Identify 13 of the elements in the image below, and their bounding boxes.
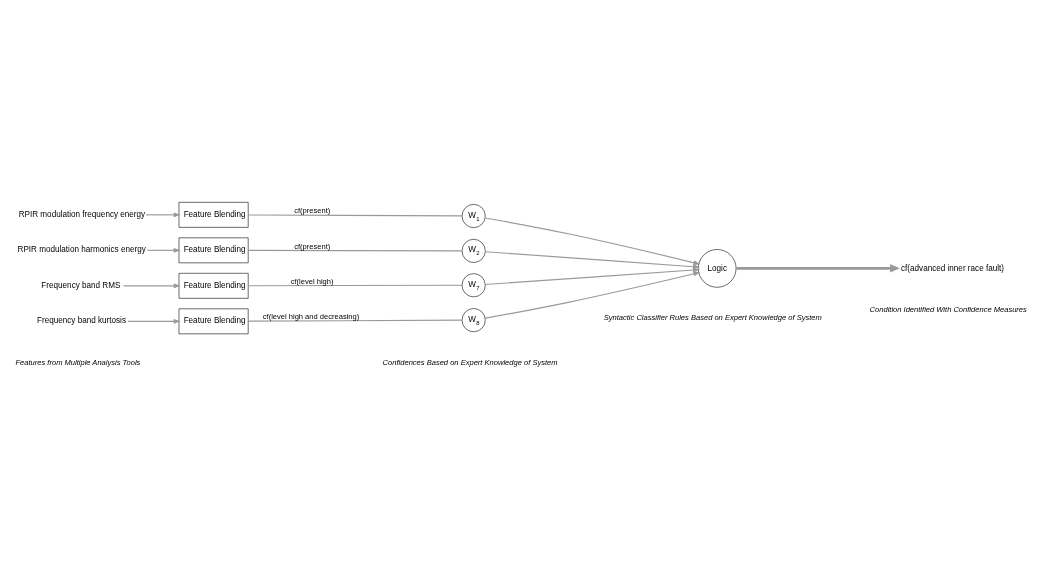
arrow bbox=[146, 247, 181, 253]
connector bbox=[247, 214, 463, 217]
arrow bbox=[127, 318, 181, 324]
arrow bbox=[484, 251, 701, 270]
arrow bbox=[145, 212, 181, 218]
arrow bbox=[736, 264, 900, 273]
arrow bbox=[484, 271, 701, 319]
connector bbox=[247, 284, 463, 287]
arrow bbox=[484, 217, 701, 266]
connector bbox=[247, 319, 463, 322]
arrow bbox=[122, 283, 181, 289]
connector bbox=[247, 249, 463, 252]
arrow bbox=[484, 267, 700, 286]
